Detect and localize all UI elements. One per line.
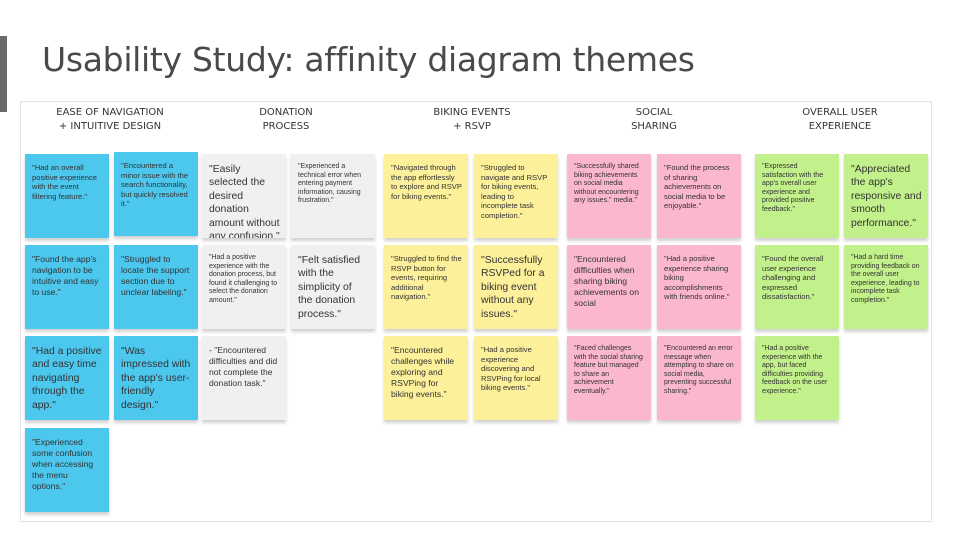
sticky-note[interactable]: "Easily selected the desired donation am…	[202, 154, 286, 238]
sticky-note[interactable]: "Found the app's navigation to be intuit…	[25, 245, 109, 329]
sticky-note[interactable]: "Was impressed with the app's user-frien…	[114, 336, 198, 420]
sticky-note[interactable]: "Appreciated the app's responsive and sm…	[844, 154, 928, 238]
sticky-note[interactable]: "Struggled to navigate and RSVP for biki…	[474, 154, 558, 238]
header-donation: DONATION PROCESS	[259, 107, 313, 132]
sticky-note[interactable]: - "Encountered difficulties and did not …	[202, 336, 286, 420]
sticky-note[interactable]: "Expressed satisfaction with the app's o…	[755, 154, 839, 238]
header-social-sharing: SOCIAL SHARING	[631, 107, 677, 132]
sticky-note[interactable]: "Had a positive experience with the dona…	[202, 245, 286, 329]
header-overall-ux: OVERALL USER EXPERIENCE	[802, 107, 878, 132]
sticky-note[interactable]: "Encountered challenges while exploring …	[384, 336, 468, 420]
title-accent-bar	[0, 36, 7, 112]
sticky-note[interactable]: "Experienced a technical error when ente…	[291, 154, 375, 238]
sticky-note[interactable]: "Successfully RSVPed for a biking event …	[474, 245, 558, 329]
slide-title: Usability Study: affinity diagram themes	[42, 40, 695, 79]
header-biking-events: BIKING EVENTS + RSVP	[433, 107, 511, 132]
sticky-note[interactable]: "Had a positive and easy time navigating…	[25, 336, 109, 420]
sticky-note[interactable]: "Found the overall user experience chall…	[755, 245, 839, 329]
sticky-note[interactable]: "Had a positive experience sharing bikin…	[657, 245, 741, 329]
header-navigation: EASE OF NAVIGATION + INTUITIVE DESIGN	[56, 107, 164, 132]
sticky-note[interactable]: "Encountered difficulties when sharing b…	[567, 245, 651, 329]
sticky-note[interactable]: "Had a hard time providing feedback on t…	[844, 245, 928, 329]
sticky-note[interactable]: "Navigated through the app effortlessly …	[384, 154, 468, 238]
sticky-note[interactable]: "Encountered an error message when attem…	[657, 336, 741, 420]
sticky-note[interactable]: "Struggled to find the RSVP button for e…	[384, 245, 468, 329]
sticky-note[interactable]: "Found the process of sharing achievemen…	[657, 154, 741, 238]
sticky-note[interactable]: "Struggled to locate the support section…	[114, 245, 198, 329]
sticky-note[interactable]: "Experienced some confusion when accessi…	[25, 428, 109, 512]
sticky-note[interactable]: "Had an overall positive experience with…	[25, 154, 109, 238]
sticky-note[interactable]: "Faced challenges with the social sharin…	[567, 336, 651, 420]
sticky-note[interactable]: "Had a positive experience with the app,…	[755, 336, 839, 420]
sticky-note[interactable]: "Felt satisfied with the simplicity of t…	[291, 245, 375, 329]
sticky-note[interactable]: "Encountered a minor issue with the sear…	[114, 152, 198, 236]
sticky-note[interactable]: "Had a positive experience discovering a…	[474, 336, 558, 420]
sticky-note[interactable]: "Successfully shared biking achievements…	[567, 154, 651, 238]
